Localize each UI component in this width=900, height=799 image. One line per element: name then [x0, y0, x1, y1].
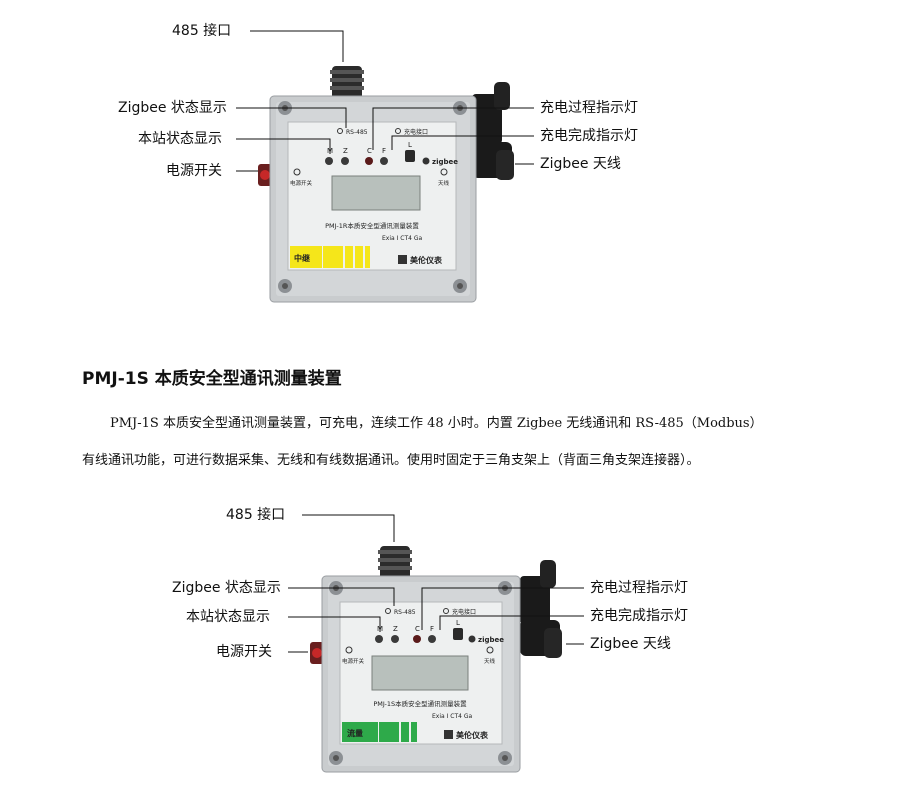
antenna-panel-label: 天线 [438, 179, 450, 187]
cert-text: Exia I CT4 Ga [432, 713, 472, 720]
led-f-label: F [430, 625, 434, 633]
callout-zigbee-status: Zigbee 状态显示 [172, 580, 281, 596]
callout-power-switch: 电源开关 [166, 163, 222, 179]
callout-station-status: 本站状态显示 [138, 131, 222, 147]
status-led-icon [325, 150, 415, 165]
paragraph-line-2: 有线通讯功能，可进行数据采集、无线和有线数据通讯。使用时固定于三角支架上（背面三… [82, 453, 700, 468]
lcd-screen [371, 655, 469, 691]
device-photo-top: RS-485 充电接口 M Z C F L zigbee 电源开关 天线 PMJ… [258, 66, 514, 303]
brand-logo-icon [444, 730, 453, 739]
led-z-label: Z [343, 147, 348, 155]
power-switch-panel-label: 电源开关 [342, 657, 365, 665]
callout-station-status: 本站状态显示 [186, 609, 270, 625]
led-c-label: C [415, 625, 420, 633]
device-figure-bottom: RS-485 充电接口 M Z C F L zigbee 电源开关 天线 PMJ… [0, 490, 900, 799]
zigbee-antenna-icon [472, 82, 514, 180]
power-switch-panel-label: 电源开关 [290, 179, 313, 187]
power-button-icon [258, 164, 272, 186]
callout-zigbee-antenna: Zigbee 天线 [590, 636, 671, 652]
callout-485-port: 485 接口 [226, 507, 286, 523]
zigbee-logo-icon [422, 157, 430, 165]
led-l-label: L [408, 141, 412, 149]
rs485-label: RS-485 [346, 129, 368, 136]
callout-charged-light: 充电完成指示灯 [540, 128, 638, 144]
paragraph-line-1: PMJ-1S 本质安全型通讯测量装置，可充电，连续工作 48 小时。内置 Zig… [110, 416, 763, 431]
model-text: PMJ-1R本质安全型通讯测量装置 [325, 221, 419, 230]
section-heading: PMJ-1S 本质安全型通讯测量装置 [82, 369, 342, 389]
led-c-label: C [367, 147, 372, 155]
power-button-icon [310, 642, 324, 664]
zigbee-logo-icon [468, 635, 476, 643]
device-figure-top: RS-485 充电接口 M Z C F L zigbee 电源开关 天线 PMJ… [0, 0, 900, 330]
callout-charging-light: 充电过程指示灯 [590, 580, 688, 596]
model-text: PMJ-1S本质安全型通讯测量装置 [373, 699, 467, 708]
status-led-icon [375, 628, 463, 643]
zigbee-logo-text: zigbee [432, 158, 458, 166]
brand-logo-icon [398, 255, 407, 264]
led-l-label: L [456, 619, 460, 627]
device-photo-bottom: RS-485 充电接口 M Z C F L zigbee 电源开关 天线 PMJ… [310, 546, 562, 773]
lcd-screen [331, 175, 421, 211]
callout-power-switch: 电源开关 [216, 644, 272, 660]
led-z-label: Z [393, 625, 398, 633]
callout-charging-light: 充电过程指示灯 [540, 100, 638, 116]
mode-label: 流量 [347, 728, 363, 738]
cert-text: Exia I CT4 Ga [382, 235, 422, 242]
led-f-label: F [382, 147, 386, 155]
mode-label: 中继 [294, 253, 310, 263]
brand-text: 美伦仪表 [410, 255, 443, 265]
callout-leader-lines [236, 30, 534, 172]
callout-charged-light: 充电完成指示灯 [590, 608, 688, 624]
charge-port-label: 充电接口 [404, 128, 428, 136]
callout-zigbee-status: Zigbee 状态显示 [118, 100, 227, 116]
callout-zigbee-antenna: Zigbee 天线 [540, 156, 621, 172]
antenna-panel-label: 天线 [484, 657, 496, 665]
brand-text: 美伦仪表 [456, 730, 489, 740]
rs485-label: RS-485 [394, 609, 416, 616]
charge-port-label: 充电接口 [452, 608, 476, 616]
zigbee-logo-text: zigbee [478, 636, 504, 644]
callout-485-port: 485 接口 [172, 23, 232, 39]
callout-leader-lines [288, 514, 584, 653]
